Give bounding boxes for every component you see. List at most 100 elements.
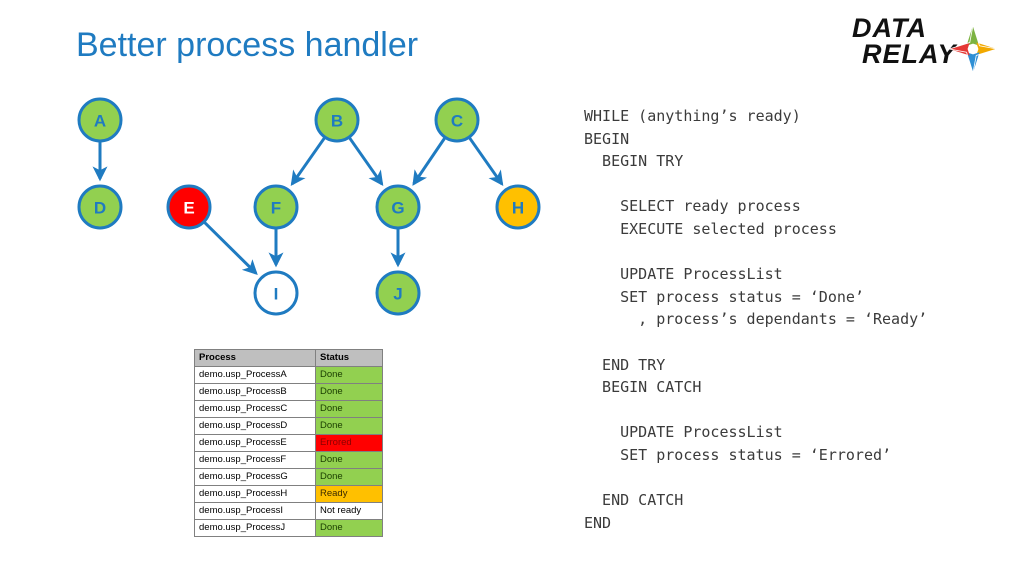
node-label-i: I: [274, 285, 279, 304]
code-line: END TRY: [584, 355, 666, 374]
code-line: [584, 331, 1014, 354]
graph-edge-b-to-g: [347, 136, 384, 187]
node-circle-a: [77, 97, 123, 143]
code-line: UPDATE ProcessList: [584, 423, 783, 442]
graph-canvas: A B C D E F G H I J: [77, 97, 541, 316]
code-line: END: [584, 513, 612, 532]
cell-process-name: demo.usp_ProcessB: [194, 383, 316, 401]
code-line: [584, 173, 1014, 196]
node-circle-b: [314, 97, 360, 143]
graph-node-f[interactable]: F: [253, 184, 299, 230]
process-dependency-graph: A B C D E F G H I J: [0, 0, 580, 340]
cell-process-status: Done: [315, 400, 383, 418]
graph-node-d[interactable]: D: [77, 184, 123, 230]
cell-process-status: Ready: [315, 485, 383, 503]
code-line: EXECUTE selected process: [584, 219, 837, 238]
logo-line-data: DATA: [852, 13, 927, 43]
four-point-star-icon: [949, 25, 997, 73]
graph-nodes: A B C D E F G H I J: [77, 97, 541, 316]
node-label-g: G: [391, 199, 404, 218]
code-line: WHILE (anything’s ready): [584, 107, 801, 125]
code-line: SET process status = ‘Errored’: [584, 445, 892, 464]
node-label-b: B: [331, 112, 343, 131]
node-label-c: C: [451, 112, 463, 131]
graph-node-g[interactable]: G: [375, 184, 421, 230]
logo-line-relay: RELAY: [862, 38, 957, 69]
graph-edge-e-to-i: [202, 220, 258, 276]
node-circle-i: [253, 270, 299, 316]
cell-process-status: Done: [315, 468, 383, 486]
cell-process-name: demo.usp_ProcessE: [194, 434, 316, 452]
graph-node-b[interactable]: B: [314, 97, 360, 143]
code-line: BEGIN TRY: [584, 152, 684, 171]
logo-wordmark: DATA RELAY: [852, 13, 980, 69]
graph-node-e[interactable]: E: [166, 184, 212, 230]
graph-edge-c-to-h: [467, 136, 504, 187]
graph-edge-c-to-g: [412, 136, 447, 186]
cell-process-status: Done: [315, 366, 383, 384]
graph-node-j[interactable]: J: [375, 270, 421, 316]
code-line: SET process status = ‘Done’: [584, 287, 864, 306]
node-label-h: H: [512, 199, 524, 218]
code-line: , process’s dependants = ‘Ready’: [584, 310, 928, 329]
node-circle-e: [166, 184, 212, 230]
graph-node-i[interactable]: I: [253, 270, 299, 316]
table-header-row: Process Status: [194, 349, 383, 367]
node-circle-d: [77, 184, 123, 230]
node-circle-j: [375, 270, 421, 316]
cell-process-status: Done: [315, 383, 383, 401]
cell-process-name: demo.usp_ProcessG: [194, 468, 316, 486]
data-relay-logo: DATA RELAY: [852, 13, 1002, 90]
page-title: Better process handler: [76, 26, 419, 64]
column-header-process: Process: [194, 349, 316, 367]
code-line: BEGIN CATCH: [584, 378, 702, 397]
node-label-f: F: [271, 199, 281, 218]
code-line: SELECT ready process: [584, 197, 801, 216]
node-circle-h: [495, 184, 541, 230]
node-circle-c: [434, 97, 480, 143]
cell-process-name: demo.usp_ProcessC: [194, 400, 316, 418]
node-circle-f: [253, 184, 299, 230]
code-line: [584, 467, 1014, 490]
code-line: [584, 399, 1014, 422]
node-label-d: D: [94, 199, 106, 218]
node-label-a: A: [94, 112, 106, 131]
cell-process-status: Done: [315, 417, 383, 435]
code-line: [584, 241, 1014, 264]
code-line: UPDATE ProcessList: [584, 265, 783, 284]
graph-node-c[interactable]: C: [434, 97, 480, 143]
code-line: END CATCH: [584, 491, 684, 510]
cell-process-name: demo.usp_ProcessA: [194, 366, 316, 384]
cell-process-name: demo.usp_ProcessH: [194, 485, 316, 503]
node-circle-g: [375, 184, 421, 230]
node-label-j: J: [393, 285, 402, 304]
pseudocode-block: WHILE (anything’s ready)BEGIN BEGIN TRY …: [584, 105, 1014, 534]
cell-process-name: demo.usp_ProcessD: [194, 417, 316, 435]
cell-process-name: demo.usp_ProcessF: [194, 451, 316, 469]
cell-process-name: demo.usp_ProcessJ: [194, 519, 316, 537]
node-label-e: E: [183, 199, 194, 218]
graph-edges: [92, 136, 504, 276]
cell-process-status: Done: [315, 451, 383, 469]
column-header-status: Status: [315, 349, 383, 367]
graph-edge-b-to-f: [290, 136, 327, 187]
cell-process-status: Errored: [315, 434, 383, 452]
cell-process-status: Not ready: [315, 502, 383, 520]
graph-node-h[interactable]: H: [495, 184, 541, 230]
graph-node-a[interactable]: A: [77, 97, 123, 143]
cell-process-status: Done: [315, 519, 383, 537]
code-line: BEGIN: [584, 129, 630, 148]
cell-process-name: demo.usp_ProcessI: [194, 502, 316, 520]
